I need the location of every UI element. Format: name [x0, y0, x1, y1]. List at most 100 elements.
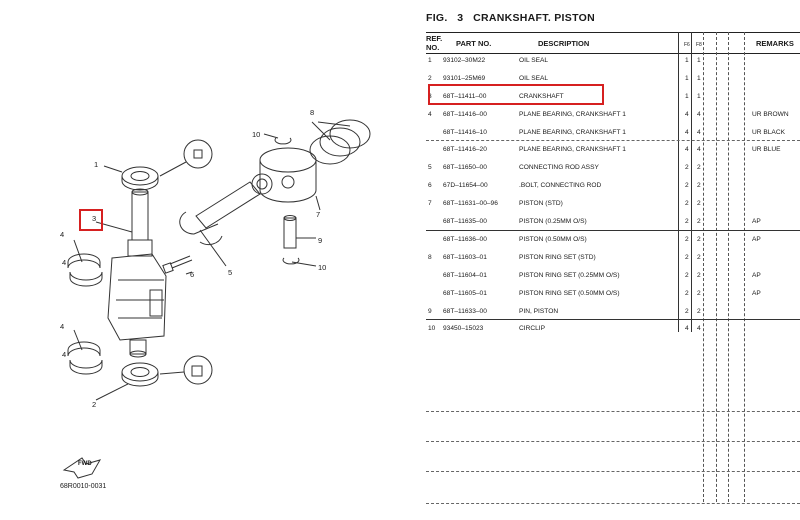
col-rule-4 [716, 32, 717, 502]
table-row: 68T–11416–20 PLANE BEARING, CRANKSHAFT 1… [426, 141, 800, 159]
row-part-no: 93102–30M22 [443, 57, 486, 64]
figure-name: CRANKSHAFT. PISTON [473, 12, 595, 24]
table-row: 2 93101–25M69 OIL SEAL 1 1 [426, 70, 800, 88]
row-qty2: 2 [697, 236, 701, 243]
connecting-rod-drawing [179, 173, 273, 246]
row-separator [426, 230, 800, 231]
row-qty2: 1 [697, 75, 701, 82]
row-part-no: 68T–11411–00 [443, 93, 487, 100]
row-remarks: UR BLUE [752, 146, 781, 153]
row-description: PIN, PISTON [519, 308, 559, 315]
row-remarks: UR BLACK [752, 129, 785, 136]
row-ref: 7 [428, 200, 432, 207]
row-ref: 4 [428, 111, 432, 118]
callout-4b: 4 [62, 258, 67, 267]
table-row: 68T–11635–00 PISTON (0.25MM O/S) 2 2 AP [426, 213, 800, 231]
row-remarks: AP [752, 272, 761, 279]
crankshaft-drawing [107, 188, 167, 358]
table-header: REF. NO. PART NO. DESCRIPTION F6 F8 REMA… [426, 32, 800, 54]
circlip-bottom [282, 257, 300, 265]
callout-6: 6 [190, 270, 195, 279]
header-ref-line1: REF. [426, 34, 443, 43]
table-row: 68T–11605–01 PISTON RING SET (0.50MM O/S… [426, 285, 800, 303]
row-description: PLANE BEARING, CRANKSHAFT 1 [519, 129, 626, 136]
table-row: 6 67D–11654–00 .BOLT, CONNECTING ROD 2 2 [426, 177, 800, 195]
empty-row-separator [426, 471, 800, 472]
col-rule-5 [728, 32, 729, 502]
row-description: OIL SEAL [519, 75, 549, 82]
row-ref: 8 [428, 254, 432, 261]
row-description: OIL SEAL [519, 57, 549, 64]
row-ref: 6 [428, 182, 432, 189]
row-part-no: 68T–11603–01 [443, 254, 487, 261]
empty-row-separator [426, 503, 800, 504]
oil-seal-bottom [121, 362, 159, 387]
row-part-no: 68T–11631–00–96 [443, 200, 498, 207]
col-rule-qty2 [691, 32, 692, 332]
piston-rings-drawing [309, 119, 371, 165]
parts-diagram: 1 3 4 4 4 4 2 6 5 7 8 9 10 10 FWD 68R001… [60, 108, 371, 490]
oil-seal-top [121, 166, 159, 191]
table-row: 5 68T–11650–00 CONNECTING ROD ASSY 2 2 [426, 159, 800, 177]
row-qty1: 2 [685, 272, 689, 279]
header-ref-line2: NO. [426, 43, 440, 52]
table-row: 68T–11416–10 PLANE BEARING, CRANKSHAFT 1… [426, 124, 800, 142]
row-part-no: 68T–11636–00 [443, 236, 487, 243]
exploded-view-drawing [62, 119, 371, 479]
callout-2: 2 [92, 400, 97, 409]
fwd-label: FWD [78, 461, 92, 467]
header-qty2: F8 [696, 42, 702, 48]
table-row: 4 68T–11416–00 PLANE BEARING, CRANKSHAFT… [426, 106, 800, 124]
row-qty1: 2 [685, 218, 689, 225]
highlight-callout-3 [79, 209, 103, 231]
row-qty2: 2 [697, 254, 701, 261]
table-row: 68T–11604–01 PISTON RING SET (0.25MM O/S… [426, 267, 800, 285]
piston-pin-drawing [283, 215, 297, 249]
row-part-no: 67D–11654–00 [443, 182, 488, 189]
detail-bubble-bottom [159, 355, 213, 385]
callout-10-bottom: 10 [318, 263, 327, 272]
row-qty2: 2 [697, 308, 701, 315]
row-part-no: 68T–11416–20 [443, 146, 487, 153]
row-description: CONNECTING ROD ASSY [519, 164, 599, 171]
row-part-no: 68T–11416–10 [443, 129, 487, 136]
row-qty2: 4 [697, 325, 701, 332]
header-description: DESCRIPTION [538, 39, 590, 48]
col-rule-3 [703, 32, 704, 502]
row-qty1: 2 [685, 254, 689, 261]
row-description: .BOLT, CONNECTING ROD [519, 182, 602, 189]
empty-row-separator [426, 441, 800, 442]
row-qty1: 2 [685, 308, 689, 315]
row-ref: 5 [428, 164, 432, 171]
piston-drawing [259, 147, 317, 203]
row-qty1: 2 [685, 164, 689, 171]
col-rule-remarks [744, 32, 745, 502]
figure-title: FIG. 3 CRANKSHAFT. PISTON [426, 12, 595, 24]
parts-list: FIG. 3 CRANKSHAFT. PISTON REF. NO. PART … [410, 0, 800, 515]
callout-9: 9 [318, 236, 323, 245]
row-part-no: 68T–11416–00 [443, 111, 487, 118]
row-qty1: 2 [685, 236, 689, 243]
highlight-row-3 [428, 84, 604, 105]
callout-7: 7 [316, 210, 321, 219]
row-part-no: 68T–11650–00 [443, 164, 487, 171]
callout-3: 3 [92, 214, 97, 223]
row-description: PISTON RING SET (0.50MM O/S) [519, 290, 620, 297]
row-description: PISTON (STD) [519, 200, 563, 207]
row-description: CIRCLIP [519, 325, 546, 332]
row-qty2: 4 [697, 129, 701, 136]
circlip-top [274, 137, 292, 145]
row-qty1: 2 [685, 182, 689, 189]
plane-bearings-lower [67, 341, 103, 375]
row-qty1: 2 [685, 200, 689, 207]
row-part-no: 93101–25M69 [443, 75, 486, 82]
row-remarks: AP [752, 290, 761, 297]
table-row: 8 68T–11603–01 PISTON RING SET (STD) 2 2 [426, 249, 800, 267]
row-ref: 10 [428, 325, 436, 332]
row-ref: 1 [428, 57, 432, 64]
row-qty2: 2 [697, 200, 701, 207]
row-description: PISTON (0.25MM O/S) [519, 218, 587, 225]
col-rule-qty1 [678, 32, 679, 332]
row-qty2: 2 [697, 218, 701, 225]
row-qty2: 2 [697, 182, 701, 189]
